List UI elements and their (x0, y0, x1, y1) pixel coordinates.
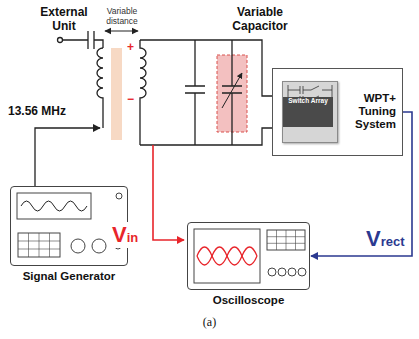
node-label: WPT+ Tuning System (346, 92, 396, 132)
switch-array-box: Switch Array (282, 81, 338, 143)
distance-label: Variable distance (96, 6, 148, 26)
signal-connector (311, 112, 412, 256)
node-label: Signal Generator (0, 270, 157, 282)
gap-bar (111, 48, 122, 140)
device-box: Signal Generator (10, 186, 128, 266)
vin-arrow (153, 145, 184, 240)
figure-caption: (a) (0, 315, 419, 330)
frequency-label: 13.56 MHz (8, 104, 66, 118)
signal-name: Vrect (365, 226, 406, 252)
secondary-circuit (140, 40, 272, 145)
polarity-sign: − (127, 92, 134, 106)
device-box: Oscilloscope (187, 222, 310, 290)
capacitor-label: Variable Capacitor (222, 5, 298, 33)
distance-arrow (105, 30, 138, 31)
switch-array-icon (282, 81, 338, 143)
oscilloscope-icon (194, 229, 306, 283)
unit-label: External Unit (32, 5, 96, 33)
signal-name: Vin (112, 222, 138, 248)
tuning-arrow (222, 73, 242, 108)
polarity-sign: + (127, 40, 134, 54)
signal-arrow (35, 128, 100, 186)
node-label: Oscilloscope (158, 294, 339, 306)
signal-generator-icon (17, 193, 122, 257)
node-label: Switch Array (283, 97, 333, 127)
tuning-system-box: WPT+ Tuning System Switch Array (272, 68, 403, 156)
